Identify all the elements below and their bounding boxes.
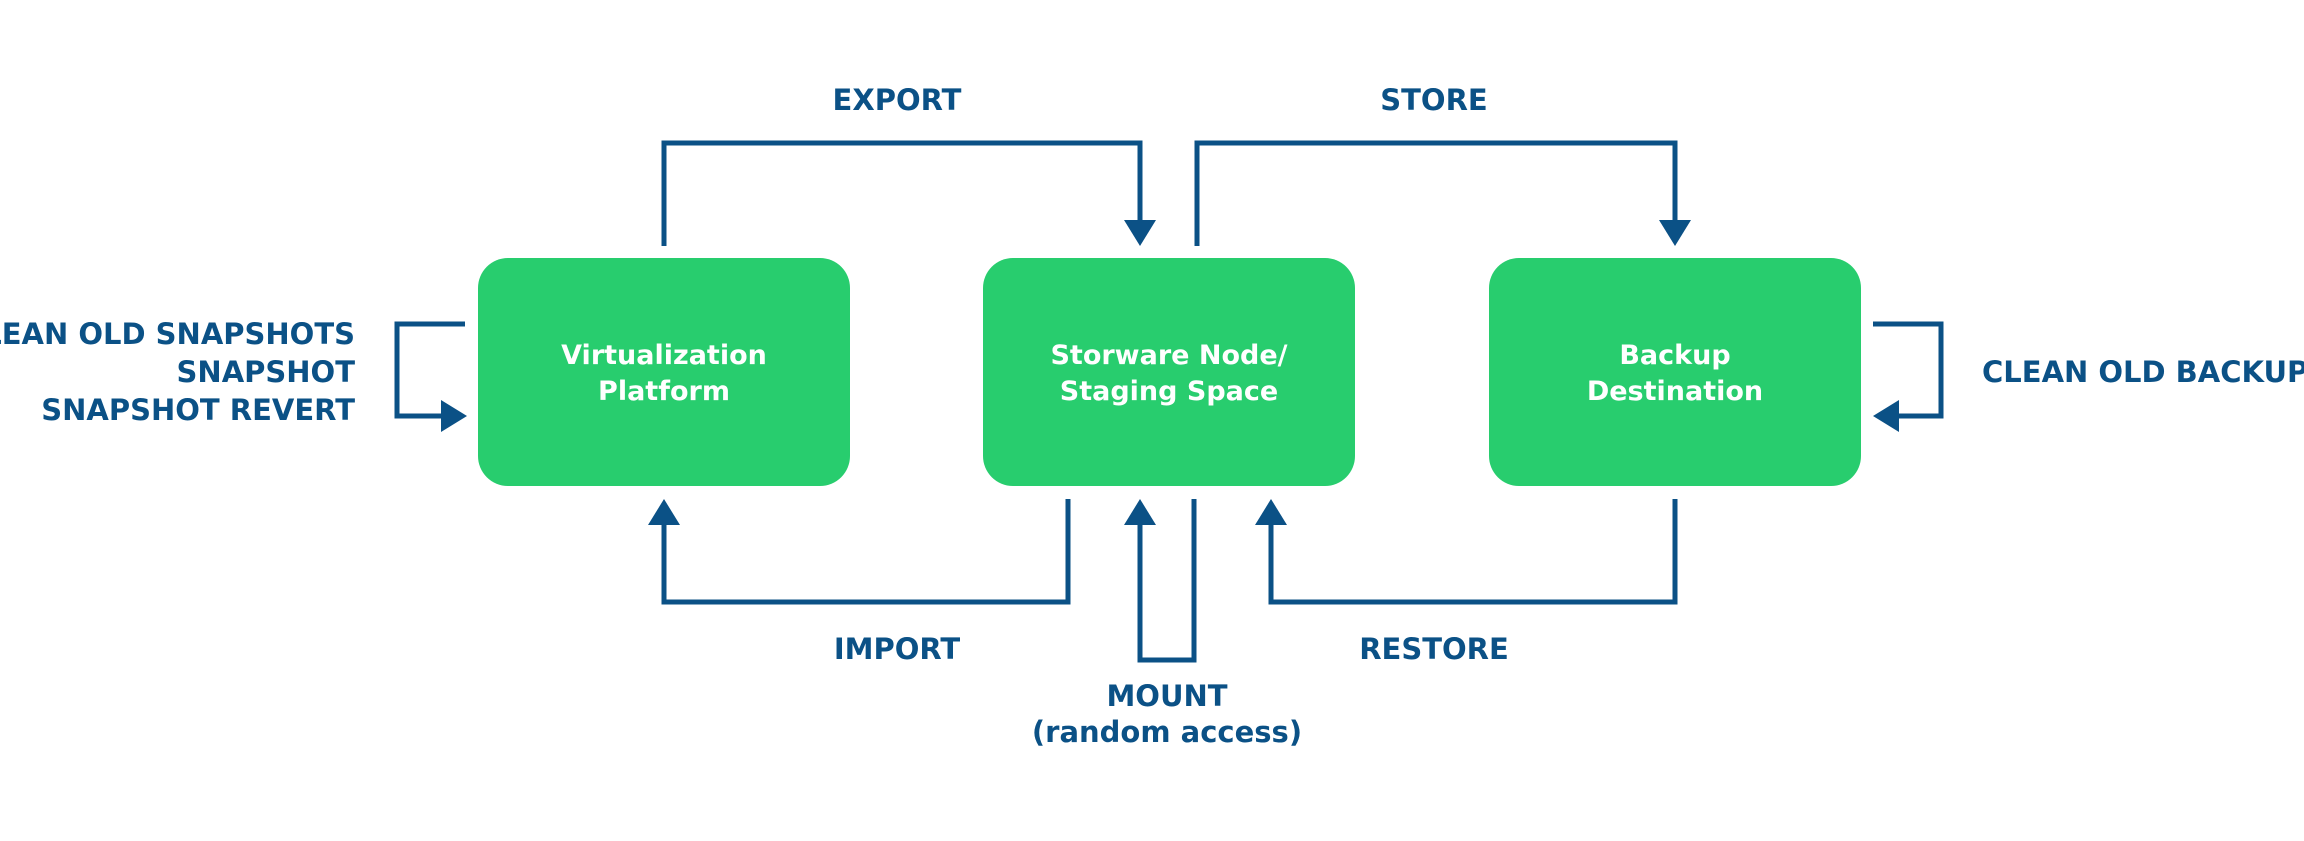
destination-node-label-2: Destination bbox=[1587, 376, 1763, 407]
staging-node-label-1: Storware Node/ bbox=[1050, 340, 1287, 371]
export-arrowhead bbox=[1124, 220, 1156, 246]
mount-sublabel: (random access) bbox=[1032, 715, 1302, 749]
staging-node-label-2: Staging Space bbox=[1060, 376, 1278, 407]
restore-flow bbox=[1255, 499, 1678, 605]
backup-loop bbox=[1873, 321, 1944, 432]
store-arrowhead bbox=[1659, 220, 1691, 246]
destination-node-label-1: Backup bbox=[1619, 340, 1730, 371]
backup-loop-arrowhead bbox=[1873, 400, 1899, 432]
mount-flow bbox=[1124, 499, 1197, 663]
clean-old-snapshots-label: CLEAN OLD SNAPSHOTS bbox=[0, 317, 355, 351]
virtualization-node-label-1: Virtualization bbox=[561, 340, 767, 371]
restore-label: RESTORE bbox=[1359, 632, 1509, 666]
export-label: EXPORT bbox=[833, 83, 962, 117]
mount-arrowhead bbox=[1124, 499, 1156, 525]
snapshot-label: SNAPSHOT bbox=[177, 355, 356, 389]
snapshot-loop bbox=[394, 321, 467, 432]
mount-label: MOUNT bbox=[1106, 679, 1227, 713]
clean-old-backups-label: CLEAN OLD BACKUPS bbox=[1982, 355, 2304, 389]
snapshot-loop-arrowhead bbox=[441, 400, 467, 432]
import-arrowhead bbox=[648, 499, 680, 525]
store-flow bbox=[1194, 140, 1691, 246]
export-flow bbox=[661, 140, 1156, 246]
virtualization-platform-node: Virtualization Platform bbox=[478, 258, 850, 486]
snapshot-revert-label: SNAPSHOT REVERT bbox=[41, 393, 355, 427]
virtualization-node-label-2: Platform bbox=[598, 376, 730, 407]
store-label: STORE bbox=[1380, 83, 1487, 117]
import-flow bbox=[648, 499, 1071, 605]
restore-arrowhead bbox=[1255, 499, 1287, 525]
staging-space-node: Storware Node/ Staging Space bbox=[983, 258, 1355, 486]
backup-destination-node: Backup Destination bbox=[1489, 258, 1861, 486]
import-label: IMPORT bbox=[834, 632, 961, 666]
